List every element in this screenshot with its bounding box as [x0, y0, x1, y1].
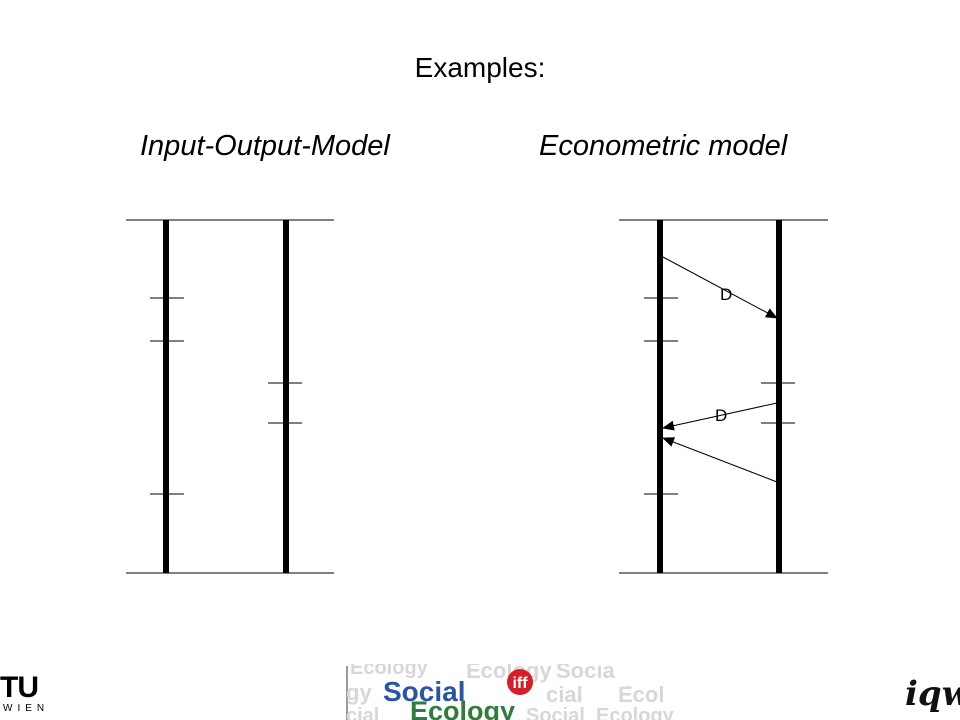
arrow-right-to-left-lower: [662, 437, 778, 483]
social-ecology-logo-graphic: Ecology Ecology Socia gy cial Ecol cial …: [346, 664, 675, 720]
econometric-model-heading: Econometric model: [539, 130, 788, 162]
svg-text:Ecol: Ecol: [618, 682, 664, 707]
tu-logo-subtext: WIEN: [3, 703, 50, 714]
svg-text:Ecology: Ecology: [350, 664, 429, 679]
slide-title: Examples:: [414, 52, 546, 83]
svg-text:Socia: Socia: [556, 664, 615, 683]
social-ecology-logo: Ecology Ecology Socia gy cial Ecol cial …: [346, 664, 680, 720]
arrow-left-to-right: [662, 256, 778, 319]
svg-text:Social: Social: [526, 705, 585, 720]
eco-word-social: Social: [383, 676, 465, 707]
iff-badge: [507, 669, 533, 695]
tu-wien-logo: TU WIEN: [0, 673, 60, 720]
arrow-label-top: D: [720, 285, 732, 304]
svg-text:gy: gy: [346, 680, 372, 705]
tu-logo-mark: TU: [0, 671, 39, 704]
arrow-right-to-left-upper: [662, 402, 778, 431]
svg-text:Ecology: Ecology: [596, 705, 675, 720]
input-output-diagram: [126, 219, 334, 574]
iqw-logo: iqw: [905, 674, 960, 714]
eco-word-ecology: Ecology: [410, 696, 515, 720]
input-output-model-heading: Input-Output-Model: [140, 130, 390, 162]
svg-text:cial: cial: [346, 705, 379, 720]
svg-text:cial: cial: [546, 682, 583, 707]
arrow-label-bottom: D: [715, 406, 727, 425]
iff-badge-text: iff: [512, 675, 528, 692]
econometric-diagram: D D: [619, 219, 828, 574]
